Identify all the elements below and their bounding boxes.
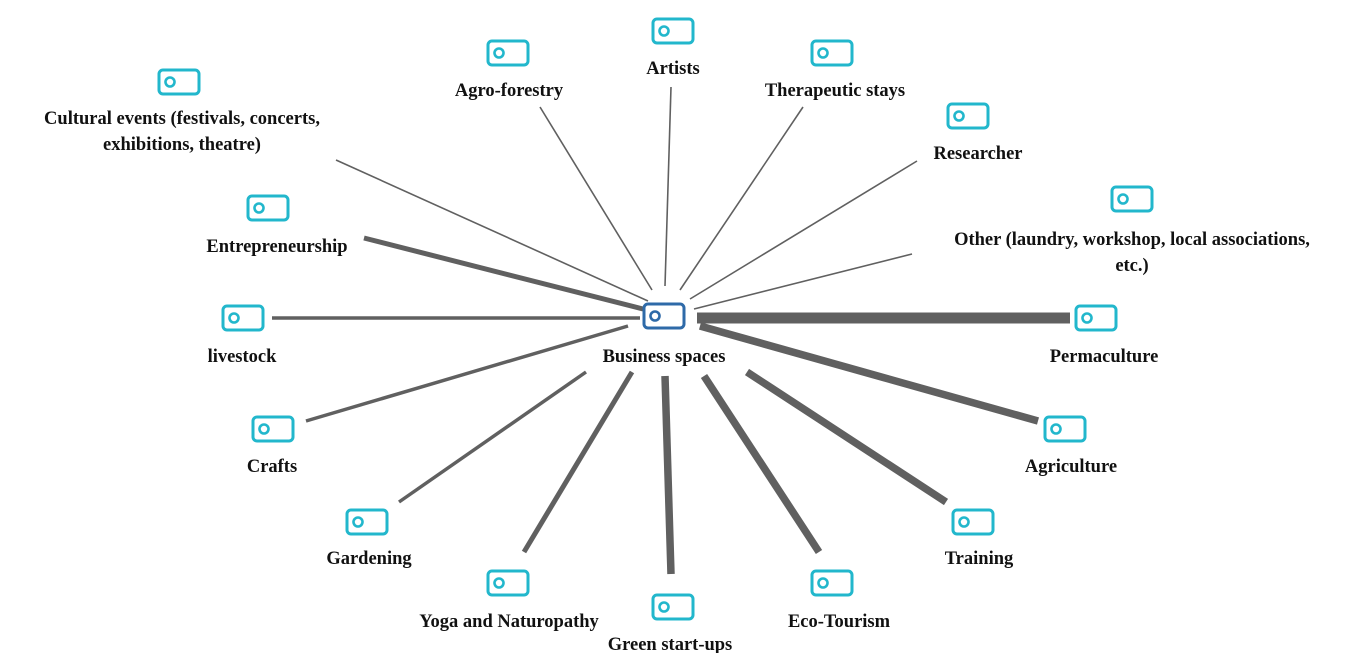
- edge-training: [744, 368, 949, 506]
- node-livestock[interactable]: livestock: [208, 304, 278, 367]
- tag-icon: [946, 102, 990, 130]
- edge-eco-tourism: [700, 373, 823, 555]
- tag-icon: [642, 302, 686, 330]
- edge-therapeutic-stays: [679, 106, 804, 291]
- center-node[interactable]: Business spaces: [603, 302, 726, 367]
- tag-icon: [1110, 185, 1154, 213]
- center-label: Business spaces: [603, 347, 726, 367]
- node-crafts[interactable]: Crafts: [247, 415, 297, 477]
- node-label-crafts-line-1: Crafts: [247, 457, 297, 477]
- node-label-entrepreneurship-line-1: Entrepreneurship: [206, 237, 347, 257]
- tag-icon: [1074, 304, 1118, 332]
- tag-icon: [810, 39, 854, 67]
- edge-entrepreneurship: [363, 235, 644, 312]
- node-label-eco-tourism: Eco-Tourism: [788, 612, 891, 632]
- node-label-therapeutic-stays: Therapeutic stays: [765, 81, 905, 101]
- node-label-agro-forestry: Agro-forestry: [455, 81, 564, 101]
- node-label-training: Training: [945, 549, 1014, 569]
- node-label-researcher-line-1: Researcher: [933, 144, 1022, 164]
- node-label-training-line-1: Training: [945, 549, 1014, 569]
- node-label-cultural-events-line-1: Cultural events (festivals, concerts,: [44, 109, 320, 129]
- edge-crafts: [305, 324, 629, 423]
- node-researcher[interactable]: Researcher: [933, 102, 1023, 164]
- edge-yoga-naturopathy: [521, 370, 635, 554]
- node-label-therapeutic-stays-line-1: Therapeutic stays: [765, 81, 905, 101]
- node-label-artists: Artists: [646, 59, 699, 79]
- node-label-other-line-1: Other (laundry, workshop, local associat…: [954, 230, 1310, 250]
- node-label-permaculture: Permaculture: [1050, 347, 1159, 367]
- tag-icon: [486, 39, 530, 67]
- edge-other: [693, 253, 913, 310]
- node-entrepreneurship[interactable]: Entrepreneurship: [206, 194, 348, 257]
- node-label-agro-forestry-line-1: Agro-forestry: [455, 81, 564, 101]
- node-label-permaculture-line-1: Permaculture: [1050, 347, 1159, 367]
- node-cultural-events[interactable]: Cultural events (festivals, concerts, exh…: [44, 68, 320, 155]
- node-label-green-start-ups-line-1: Green start-ups: [608, 635, 733, 653]
- node-permaculture[interactable]: Permaculture: [1050, 304, 1159, 367]
- node-label-agriculture-line-1: Agriculture: [1025, 457, 1117, 477]
- tag-icon: [951, 508, 995, 536]
- edge-green-start-ups: [661, 375, 675, 575]
- center-label-line-1: Business spaces: [603, 347, 726, 367]
- node-label-gardening: Gardening: [326, 549, 412, 569]
- edge-agriculture: [698, 322, 1040, 425]
- tag-icon: [221, 304, 265, 332]
- edge-artists: [664, 86, 672, 287]
- node-label-gardening-line-1: Gardening: [326, 549, 412, 569]
- tag-icon: [345, 508, 389, 536]
- tag-icon: [1043, 415, 1087, 443]
- tag-icon: [651, 593, 695, 621]
- node-agriculture[interactable]: Agriculture: [1025, 415, 1117, 477]
- node-yoga-naturopathy[interactable]: Yoga and Naturopathy: [419, 569, 600, 632]
- node-label-cultural-events-line-2: exhibitions, theatre): [103, 135, 261, 155]
- node-label-crafts: Crafts: [247, 457, 297, 477]
- node-label-livestock: livestock: [208, 347, 278, 367]
- node-label-livestock-line-1: livestock: [208, 347, 278, 367]
- node-gardening[interactable]: Gardening: [326, 508, 412, 569]
- node-label-other-line-2: etc.): [1115, 256, 1148, 276]
- node-label-artists-line-1: Artists: [646, 59, 699, 79]
- node-eco-tourism[interactable]: Eco-Tourism: [788, 569, 891, 632]
- node-label-cultural-events: Cultural events (festivals, concerts, exh…: [44, 109, 320, 155]
- tag-icon: [651, 17, 695, 45]
- tag-icon: [251, 415, 295, 443]
- node-label-eco-tourism-line-1: Eco-Tourism: [788, 612, 891, 632]
- tag-icon: [810, 569, 854, 597]
- edge-gardening: [398, 370, 587, 504]
- tag-icon: [157, 68, 201, 96]
- tag-icon: [246, 194, 290, 222]
- edge-agro-forestry: [539, 106, 653, 291]
- node-label-researcher: Researcher: [933, 144, 1022, 164]
- node-therapeutic-stays[interactable]: Therapeutic stays: [765, 39, 905, 101]
- node-label-other: Other (laundry, workshop, local associat…: [954, 230, 1310, 276]
- node-label-green-start-ups: Green start-ups: [608, 635, 733, 653]
- node-other[interactable]: Other (laundry, workshop, local associat…: [954, 185, 1310, 276]
- node-agro-forestry[interactable]: Agro-forestry: [455, 39, 564, 101]
- edge-cultural-events: [335, 159, 649, 302]
- tag-icon: [486, 569, 530, 597]
- node-label-agriculture: Agriculture: [1025, 457, 1117, 477]
- node-label-yoga-naturopathy: Yoga and Naturopathy: [419, 612, 599, 632]
- node-artists[interactable]: Artists: [646, 17, 700, 79]
- node-label-yoga-naturopathy-line-1: Yoga and Naturopathy: [419, 612, 599, 632]
- edge-researcher: [689, 160, 918, 300]
- node-label-entrepreneurship: Entrepreneurship: [206, 237, 347, 257]
- node-training[interactable]: Training: [945, 508, 1014, 569]
- node-green-start-ups[interactable]: Green start-ups: [608, 593, 733, 653]
- edges: [272, 86, 1070, 575]
